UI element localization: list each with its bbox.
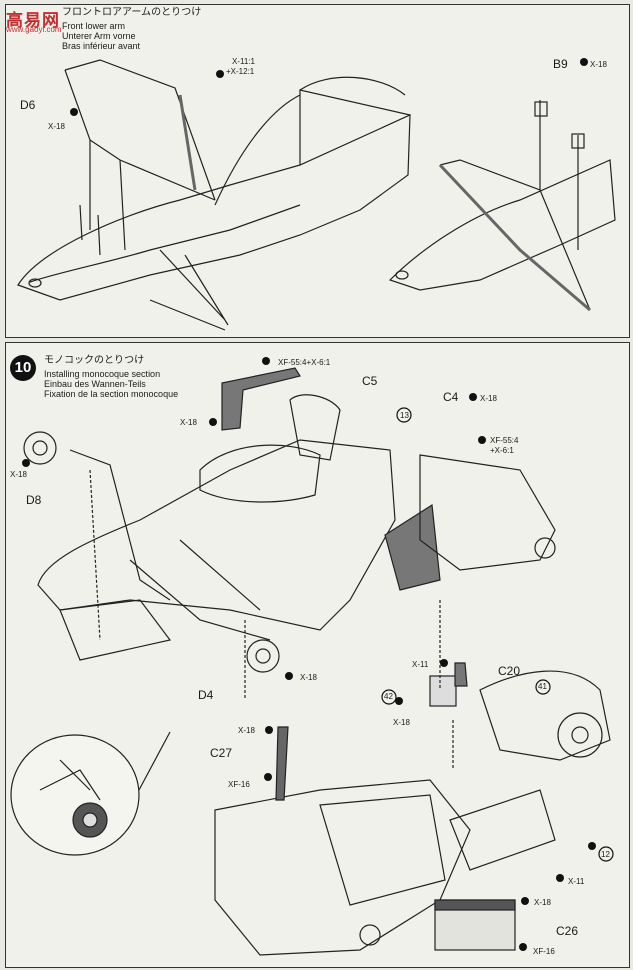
screw-label: X-11 <box>412 660 429 669</box>
paint-label: XF-55:4+X-6:1 <box>278 358 331 367</box>
part-label-d4: D4 <box>198 688 214 702</box>
step-title-en: Front lower arm <box>62 21 126 31</box>
paint-label: XF-16 <box>533 947 555 956</box>
screw-label: X-11 <box>568 877 585 886</box>
screw-label: X-18 <box>480 394 497 403</box>
paint-label: XF-55:4 <box>490 436 519 445</box>
screw-label: +X-12:1 <box>226 67 255 76</box>
step-title-fr: Bras inférieur avant <box>62 41 141 51</box>
screw-label: X-18 <box>238 726 255 735</box>
step-title-en: Installing monocoque section <box>44 369 161 379</box>
screw-label: X-18 <box>534 898 551 907</box>
screw-label: X-11:1 <box>232 57 255 66</box>
ref-42: 42 <box>384 692 393 701</box>
front-lower-arm-drawing <box>17 58 616 331</box>
paint-label: XF-16 <box>228 780 250 789</box>
ref-12: 12 <box>601 850 610 859</box>
part-label-c5: C5 <box>362 374 378 388</box>
screw-label: X-18 <box>180 418 197 427</box>
ref-41: 41 <box>538 682 547 691</box>
screw-label: X-18 <box>393 718 410 727</box>
part-label-d6: D6 <box>20 98 36 112</box>
paint-label: +X-6:1 <box>490 446 514 455</box>
step-front-lower-arm-panel <box>5 4 630 338</box>
part-label-c4: C4 <box>443 390 459 404</box>
step-title-fr: Fixation de la section monocoque <box>44 389 179 399</box>
step-title-de: Unterer Arm vorne <box>62 31 136 41</box>
part-label-c27: C27 <box>210 746 233 760</box>
part-label-c26: C26 <box>556 924 579 938</box>
part-label-c20: C20 <box>498 664 521 678</box>
step-title-de: Einbau des Wannen-Teils <box>44 379 146 389</box>
watermark-url: www.gaoyi.com <box>6 25 62 34</box>
step-number-badge: 10 <box>10 355 36 381</box>
screw-label: X-18 <box>590 60 607 69</box>
step-10-monocoque-panel <box>5 342 630 968</box>
step-title-jp: モノコックのとりつけ <box>44 355 145 366</box>
part-label-d8: D8 <box>26 493 42 507</box>
step-title-jp: フロントロアアームのとりつけ <box>62 7 202 18</box>
watermark-logo: 高易网 <box>6 11 60 30</box>
screw-label: X-18 <box>300 673 317 682</box>
ref-13: 13 <box>400 411 409 420</box>
part-label-b9: B9 <box>553 57 568 71</box>
screw-label: X-18 <box>48 122 65 131</box>
screw-label: X-18 <box>10 470 27 479</box>
